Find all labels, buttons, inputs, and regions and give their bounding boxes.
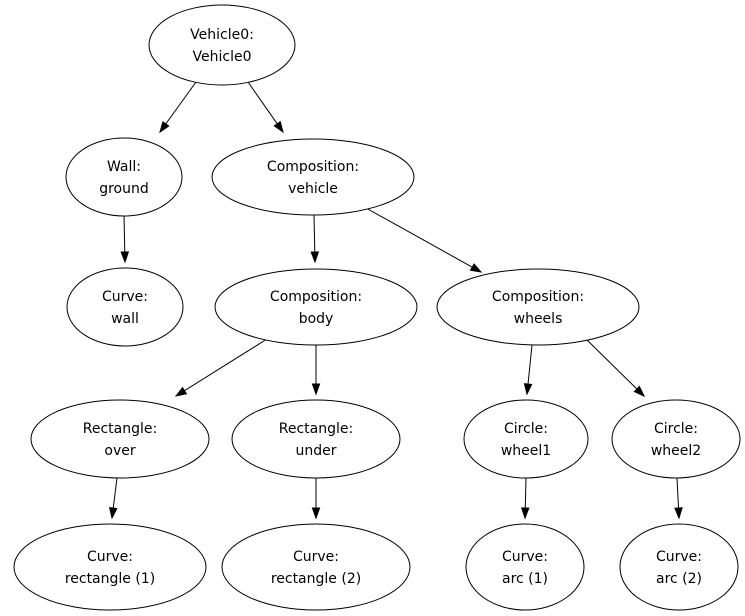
arrowhead-icon [174, 386, 188, 397]
node-ellipse[interactable] [148, 4, 296, 86]
edge-line [524, 477, 527, 509]
edges-layer [109, 81, 683, 520]
node-label-name: body [299, 311, 334, 327]
node-rectangle_under[interactable]: Rectangle: under [231, 399, 401, 479]
edge-line [585, 338, 638, 390]
edge-composition_wheels-to-circle_wheel1 [523, 344, 533, 396]
node-curve_wall[interactable]: Curve: wall [66, 267, 184, 347]
arrowhead-icon [520, 507, 530, 520]
edge-composition_vehicle-to-composition_body [310, 214, 320, 264]
node-curve_rectangle_1[interactable]: Curve: rectangle (1) [13, 523, 207, 611]
node-label-type: Composition: [270, 289, 362, 305]
edge-line [313, 214, 316, 253]
edge-composition_body-to-rectangle_under [311, 345, 321, 396]
node-label-name: rectangle (2) [271, 571, 361, 587]
node-ellipse[interactable] [30, 399, 210, 479]
node-label-type: Circle: [654, 421, 698, 437]
node-label-name: over [104, 443, 135, 459]
arrowhead-icon [310, 251, 320, 264]
node-curve_arc_1[interactable]: Curve: arc (1) [465, 523, 585, 611]
node-composition_vehicle[interactable]: Composition: vehicle [211, 138, 415, 216]
arrowhead-icon [311, 507, 321, 520]
edge-line [184, 338, 268, 392]
node-label-type: Rectangle: [83, 421, 157, 437]
node-label-name: wheel1 [501, 443, 551, 459]
node-label-type: Wall: [107, 159, 141, 175]
nodes-layer: Vehicle0:Vehicle0Wall:groundComposition:… [13, 4, 741, 611]
node-ellipse[interactable] [465, 523, 585, 611]
edge-line [247, 81, 278, 125]
node-label-name: wall [111, 311, 139, 327]
node-label-name: arc (1) [502, 571, 548, 587]
edge-line [112, 477, 118, 509]
node-label-type: Vehicle0: [190, 27, 254, 43]
node-label-name: wheel2 [651, 443, 701, 459]
edge-rectangle_over-to-curve_rectangle_1 [109, 477, 118, 520]
edge-composition_vehicle-to-composition_wheels [365, 207, 483, 273]
arrowhead-icon [469, 263, 483, 273]
node-ellipse[interactable] [221, 523, 411, 611]
node-label-type: Circle: [504, 421, 548, 437]
node-ellipse[interactable] [611, 399, 741, 479]
node-composition_wheels[interactable]: Composition: wheels [436, 268, 640, 346]
node-curve_rectangle_2[interactable]: Curve: rectangle (2) [221, 523, 411, 611]
edge-rectangle_under-to-curve_rectangle_2 [311, 478, 321, 520]
edge-composition_body-to-rectangle_over [174, 338, 268, 397]
arrowhead-icon [159, 120, 170, 134]
node-label-type: Curve: [102, 289, 148, 305]
edge-vehicle0-to-composition_vehicle [247, 81, 284, 134]
node-ellipse[interactable] [231, 399, 401, 479]
node-ellipse[interactable] [65, 137, 183, 217]
edge-line [676, 477, 679, 509]
node-label-name: under [295, 443, 336, 459]
node-composition_body[interactable]: Composition: body [214, 268, 418, 346]
node-label-type: Curve: [656, 549, 702, 565]
node-label-type: Composition: [267, 159, 359, 175]
edge-circle_wheel1-to-curve_arc_1 [520, 477, 530, 520]
node-label-type: Curve: [293, 549, 339, 565]
node-vehicle0[interactable]: Vehicle0: Vehicle0 [148, 4, 296, 86]
node-label-name: rectangle (1) [65, 571, 155, 587]
edge-line [527, 344, 533, 385]
edge-line [365, 207, 473, 268]
node-label-type: Rectangle: [279, 421, 353, 437]
arrowhead-icon [523, 383, 533, 396]
node-ellipse[interactable] [436, 268, 640, 346]
node-rectangle_over[interactable]: Rectangle: over [30, 399, 210, 479]
node-circle_wheel1[interactable]: Circle: wheel1 [463, 399, 589, 479]
arrowhead-icon [674, 507, 683, 520]
node-ellipse[interactable] [66, 267, 184, 347]
edge-line [165, 81, 197, 125]
node-ellipse[interactable] [463, 399, 589, 479]
edge-composition_wheels-to-circle_wheel2 [585, 338, 646, 398]
node-label-type: Composition: [492, 289, 584, 305]
edge-vehicle0-to-wall_ground [159, 81, 197, 134]
edge-circle_wheel2-to-curve_arc_2 [674, 477, 683, 520]
node-label-name: arc (2) [656, 571, 702, 587]
node-label-type: Curve: [502, 549, 548, 565]
edge-wall_ground-to-curve_wall [120, 215, 130, 264]
arrowhead-icon [311, 383, 321, 396]
node-wall_ground[interactable]: Wall: ground [65, 137, 183, 217]
node-label-name: Vehicle0 [193, 49, 252, 65]
edge-line [123, 215, 126, 253]
node-circle_wheel2[interactable]: Circle: wheel2 [611, 399, 741, 479]
node-label-name: vehicle [288, 181, 338, 197]
node-label-name: wheels [514, 311, 563, 327]
node-label-type: Curve: [87, 549, 133, 565]
arrowhead-icon [273, 120, 284, 134]
node-ellipse[interactable] [211, 138, 415, 216]
node-ellipse[interactable] [619, 523, 739, 611]
node-curve_arc_2[interactable]: Curve: arc (2) [619, 523, 739, 611]
arrowhead-icon [120, 251, 130, 264]
arrowhead-icon [633, 385, 646, 398]
node-ellipse[interactable] [214, 268, 418, 346]
node-label-name: ground [99, 181, 149, 197]
node-ellipse[interactable] [13, 523, 207, 611]
arrowhead-icon [109, 507, 118, 520]
